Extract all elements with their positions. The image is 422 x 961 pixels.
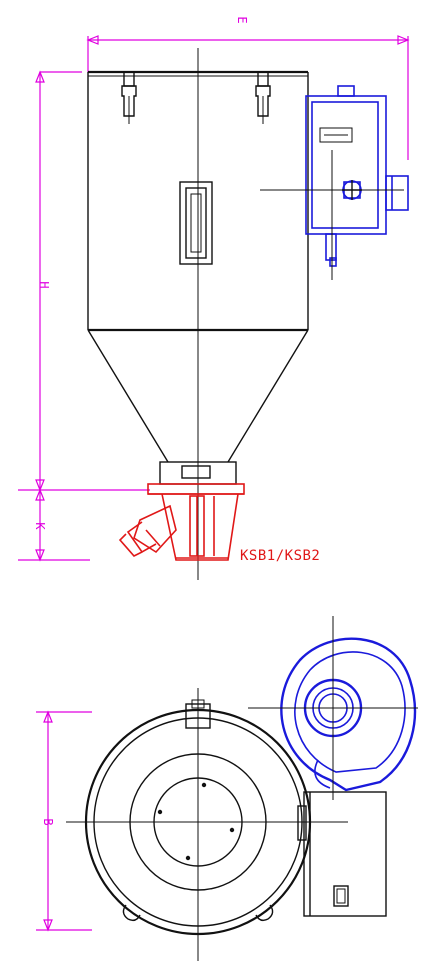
dimension-e: E xyxy=(86,16,410,160)
sight-glass xyxy=(179,181,213,265)
base-unit: KSB1/KSB2 xyxy=(118,483,320,564)
control-box xyxy=(305,85,409,267)
dimension-h: H xyxy=(35,70,150,492)
dimension-b: B xyxy=(36,710,92,932)
dim-label-e: E xyxy=(235,16,249,23)
lid-clamp-right xyxy=(255,71,271,124)
dim-label-h: H xyxy=(37,281,51,288)
plan-control-box xyxy=(297,791,387,917)
dimension-k: K xyxy=(18,488,90,562)
dim-label-k: K xyxy=(33,522,47,530)
blower-unit xyxy=(248,616,418,800)
lid-clamp-left xyxy=(121,71,137,124)
hopper-side-view xyxy=(87,48,409,580)
dim-label-b: B xyxy=(41,818,55,825)
model-label: KSB1/KSB2 xyxy=(240,548,320,564)
